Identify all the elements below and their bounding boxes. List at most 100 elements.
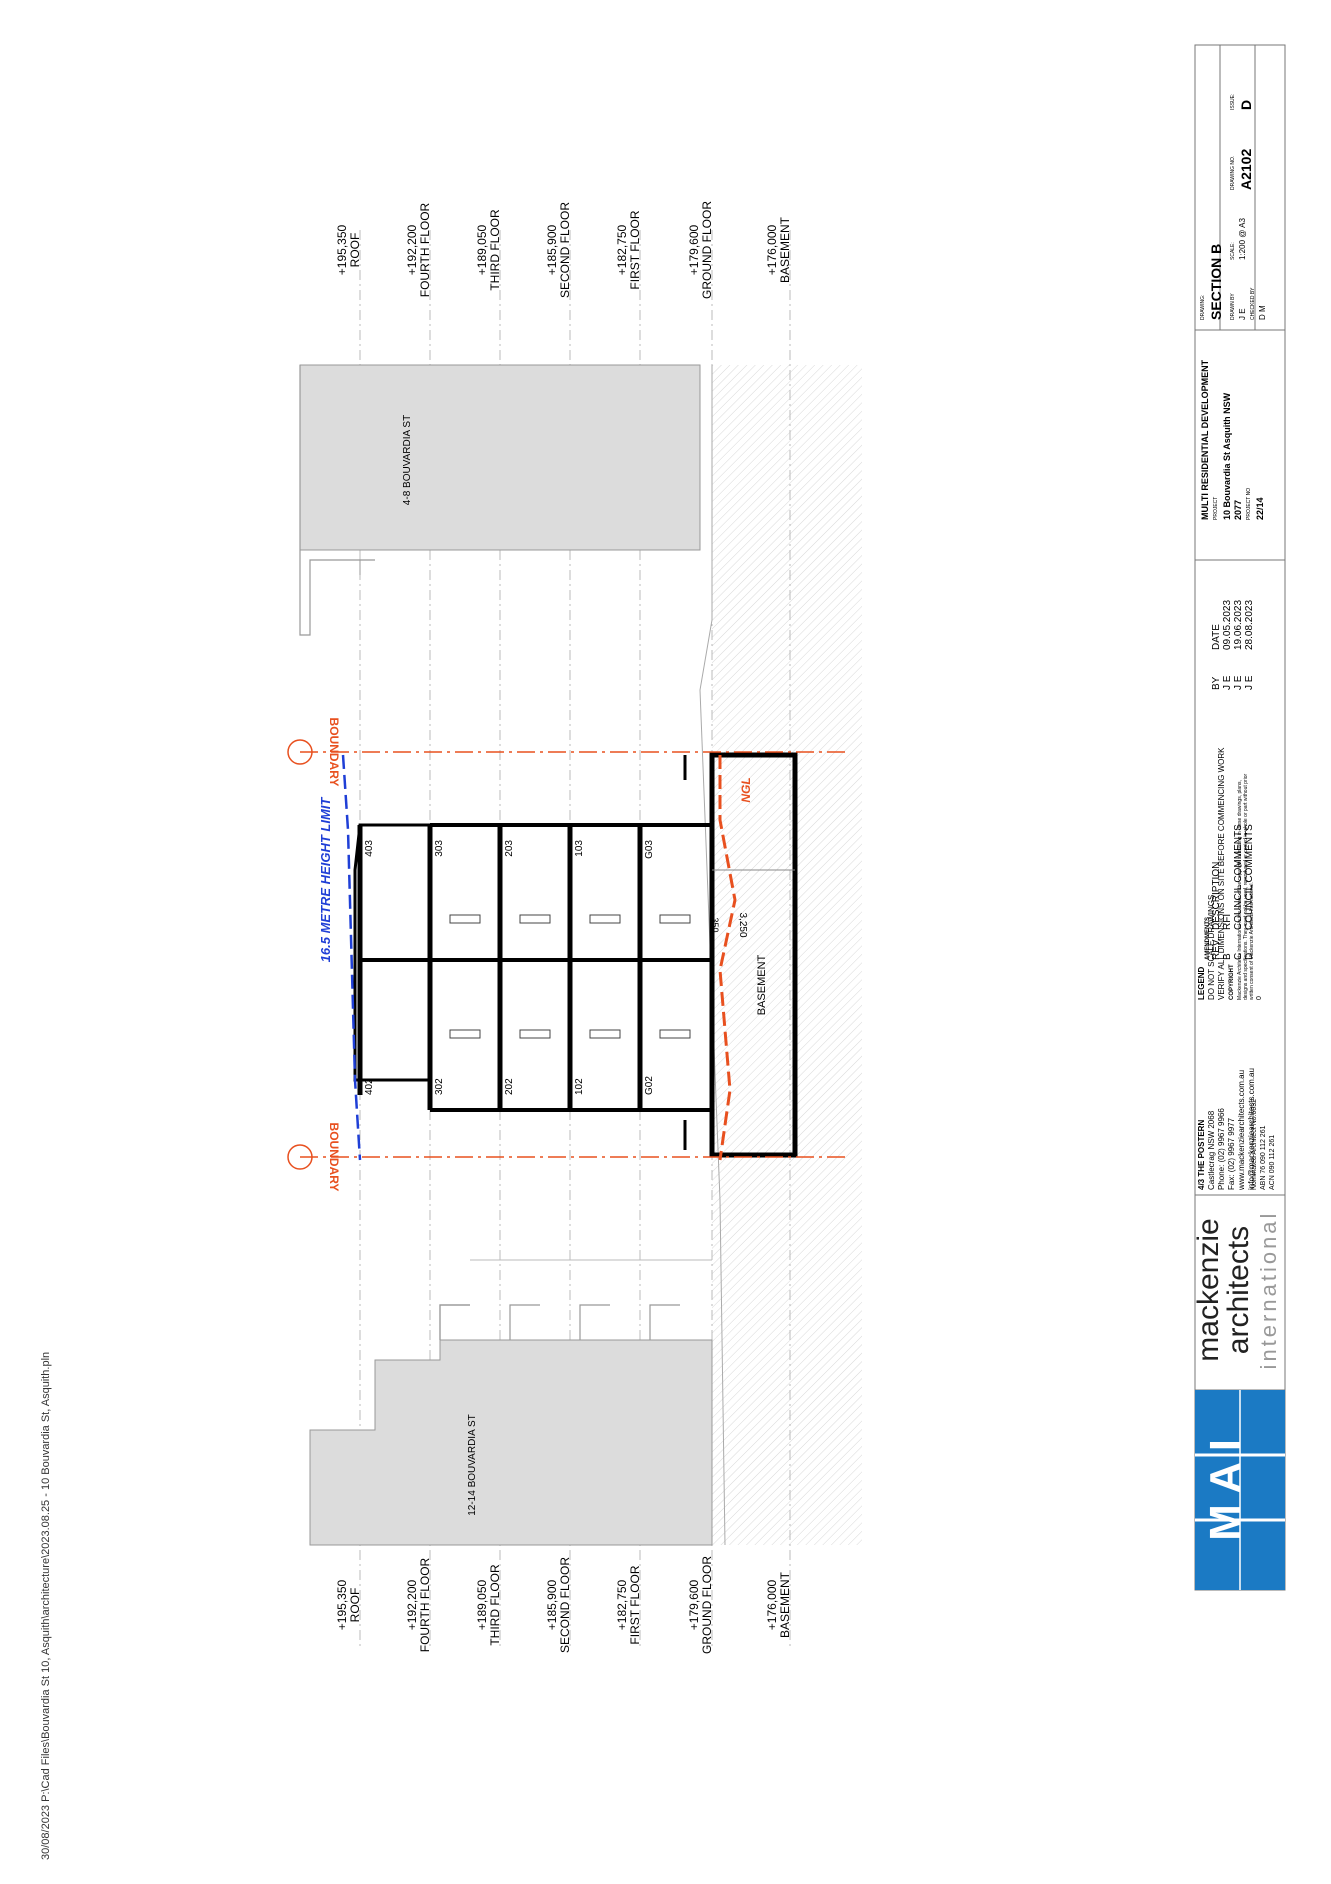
svg-text:mackenzie: mackenzie [1192, 1218, 1225, 1361]
unit-label: 402 [364, 1078, 375, 1095]
level-label-top-name: ROOF [348, 233, 362, 268]
checked-by: D M [1258, 305, 1267, 320]
amendment-date: 09.05.2023 [1222, 599, 1233, 650]
project-no-label: PROJECT NO [1246, 487, 1252, 520]
amendments-header-by: BY [1211, 676, 1222, 690]
amendment-by: J E [1244, 675, 1255, 690]
drawn-by-label: DRAWN BY [1230, 293, 1236, 320]
level-label-top-rl: +189,050 [475, 224, 489, 275]
firm-name: mackenzie architects international [1192, 1211, 1281, 1370]
level-label-top-rl: +192,200 [405, 224, 419, 275]
amendments-header-date: DATE [1211, 624, 1222, 650]
svg-text:international: international [1256, 1211, 1281, 1370]
firm-registration-block: Nominated Architect No.6032 ABN 76 090 1… [1250, 1099, 1277, 1190]
amendment-rev: B [1222, 953, 1233, 960]
level-label-top-name: FIRST FLOOR [628, 210, 642, 289]
amendment-description: COUNCIL COMMENTS [1233, 824, 1244, 930]
amendment-rev: C [1233, 952, 1244, 960]
drawn-by: J E [1238, 308, 1247, 320]
dim-3250: 3,250 [737, 912, 748, 937]
checked-by-label: CHECKED BY [1250, 287, 1256, 320]
project-label: PROJECT [1213, 496, 1219, 520]
level-label-bottom-name: ROOF [348, 1588, 362, 1623]
level-label-bottom-rl: +176,000 [765, 1579, 779, 1630]
unit-label: G03 [644, 840, 655, 859]
level-label-bottom-name: GROUND FLOOR [700, 1556, 714, 1654]
firm-address-line: Castlecrag NSW 2068 [1207, 1110, 1216, 1190]
unit-label: 203 [504, 840, 515, 857]
amendment-description: COUNCIL COMMENTS [1244, 824, 1255, 930]
amendment-date: 19.06.2023 [1233, 599, 1244, 650]
scale-bar-zero: 0 [1256, 996, 1263, 1000]
abn: ABN 76 090 112 261 [1260, 1125, 1267, 1190]
drawing-title: SECTION B [1208, 243, 1224, 320]
issue-value: D [1238, 99, 1254, 110]
ground-hatch [712, 365, 862, 1545]
level-label-top-rl: +195,350 [335, 224, 349, 275]
amendment-row: B RFI J E 09.05.2023 [1222, 560, 1233, 960]
unit-label: G02 [644, 1076, 655, 1095]
neighbour-label-right: 12-14 BOUVARDIA ST [467, 1414, 478, 1516]
amendment-description: RFI [1222, 913, 1233, 930]
project-address: 10 Bouvardia St Asquith NSW [1222, 392, 1232, 520]
level-label-bottom-rl: +179,600 [687, 1579, 701, 1630]
level-label-top-rl: +182,750 [615, 224, 629, 275]
amendment-row: D COUNCIL COMMENTS J E 28.08.2023 [1244, 560, 1255, 960]
project-postcode: 2077 [1233, 499, 1243, 520]
level-label-top-name: FOURTH FLOOR [418, 202, 432, 297]
level-label-top-rl: +176,000 [765, 224, 779, 275]
level-label-bottom-rl: +195,350 [335, 1579, 349, 1630]
level-label-top-rl: +185,900 [545, 224, 559, 275]
level-label-top-name: SECOND FLOOR [558, 202, 572, 298]
firm-address-block: 4/3 THE POSTERN Castlecrag NSW 2068 Phon… [1197, 1068, 1257, 1190]
level-label-bottom-rl: +182,750 [615, 1579, 629, 1630]
amendment-rev: D [1244, 952, 1255, 960]
height-limit-label: 16.5 METRE HEIGHT LIMIT [318, 797, 333, 963]
unit-label: 403 [364, 840, 375, 857]
amendment-row: C COUNCIL COMMENTS J E 19.06.2023 [1233, 560, 1244, 960]
project-heading: MULTI RESIDENTIAL DEVELOPMENT [1200, 359, 1210, 520]
level-label-top-name: GROUND FLOOR [700, 201, 714, 299]
boundary-marker-right [287, 1144, 313, 1170]
dim-350: 350 [710, 917, 720, 932]
height-limit-line [341, 754, 362, 1161]
acn: ACN 090 112 261 [1269, 1134, 1276, 1190]
level-label-bottom-name: FOURTH FLOOR [418, 1557, 432, 1652]
drawing-no-label: DRAWING NO. [1230, 155, 1236, 190]
boundary-label-right: BOUNDARY [327, 1123, 341, 1192]
amendment-by: J E [1233, 675, 1244, 690]
unit-label: 302 [434, 1078, 445, 1095]
amendment-date: 28.08.2023 [1244, 599, 1255, 650]
amendment-by: J E [1222, 675, 1233, 690]
level-label-bottom-rl: +192,200 [405, 1579, 419, 1630]
drawing-label: DRAWING: [1200, 294, 1206, 320]
drawing-info-block: DRAWING: SECTION B DRAWN BY J E CHECKED … [1198, 50, 1268, 320]
logo-letters: M A I [1201, 1439, 1250, 1541]
unit-label: 303 [434, 840, 445, 857]
drawing-no: A2102 [1238, 148, 1254, 190]
basement-label: BASEMENT [756, 954, 768, 1015]
level-label-bottom-name: FIRST FLOOR [628, 1565, 642, 1644]
boundary-lines: BOUNDARY BOUNDARY [287, 718, 850, 1192]
svg-text:architects: architects [1222, 1226, 1255, 1354]
unit-label: 202 [504, 1078, 515, 1095]
unit-label: 102 [574, 1078, 585, 1095]
boundary-label-left: BOUNDARY [327, 718, 341, 787]
level-label-top-name: THIRD FLOOR [488, 209, 502, 291]
level-label-bottom-name: BASEMENT [778, 1571, 792, 1638]
natural-ground-line-thin [699, 365, 726, 1546]
boundary-marker-left [287, 739, 313, 765]
amendments-header-rev: REV. [1211, 937, 1222, 960]
scale-value: 1:200 @ A3 [1238, 218, 1247, 260]
issue-label: ISSUE: [1230, 93, 1236, 110]
ngl-line [718, 755, 737, 1161]
firm-phone: Phone: (02) 9967 9966 [1217, 1108, 1226, 1190]
project-no: 22/14 [1255, 497, 1265, 520]
level-label-bottom-name: SECOND FLOOR [558, 1557, 572, 1653]
level-label-bottom-rl: +189,050 [475, 1579, 489, 1630]
neighbour-building-4-8: 4-8 BOUVARDIA ST [299, 364, 701, 636]
project-info-block: MULTI RESIDENTIAL DEVELOPMENT PROJECT 10… [1200, 360, 1266, 520]
